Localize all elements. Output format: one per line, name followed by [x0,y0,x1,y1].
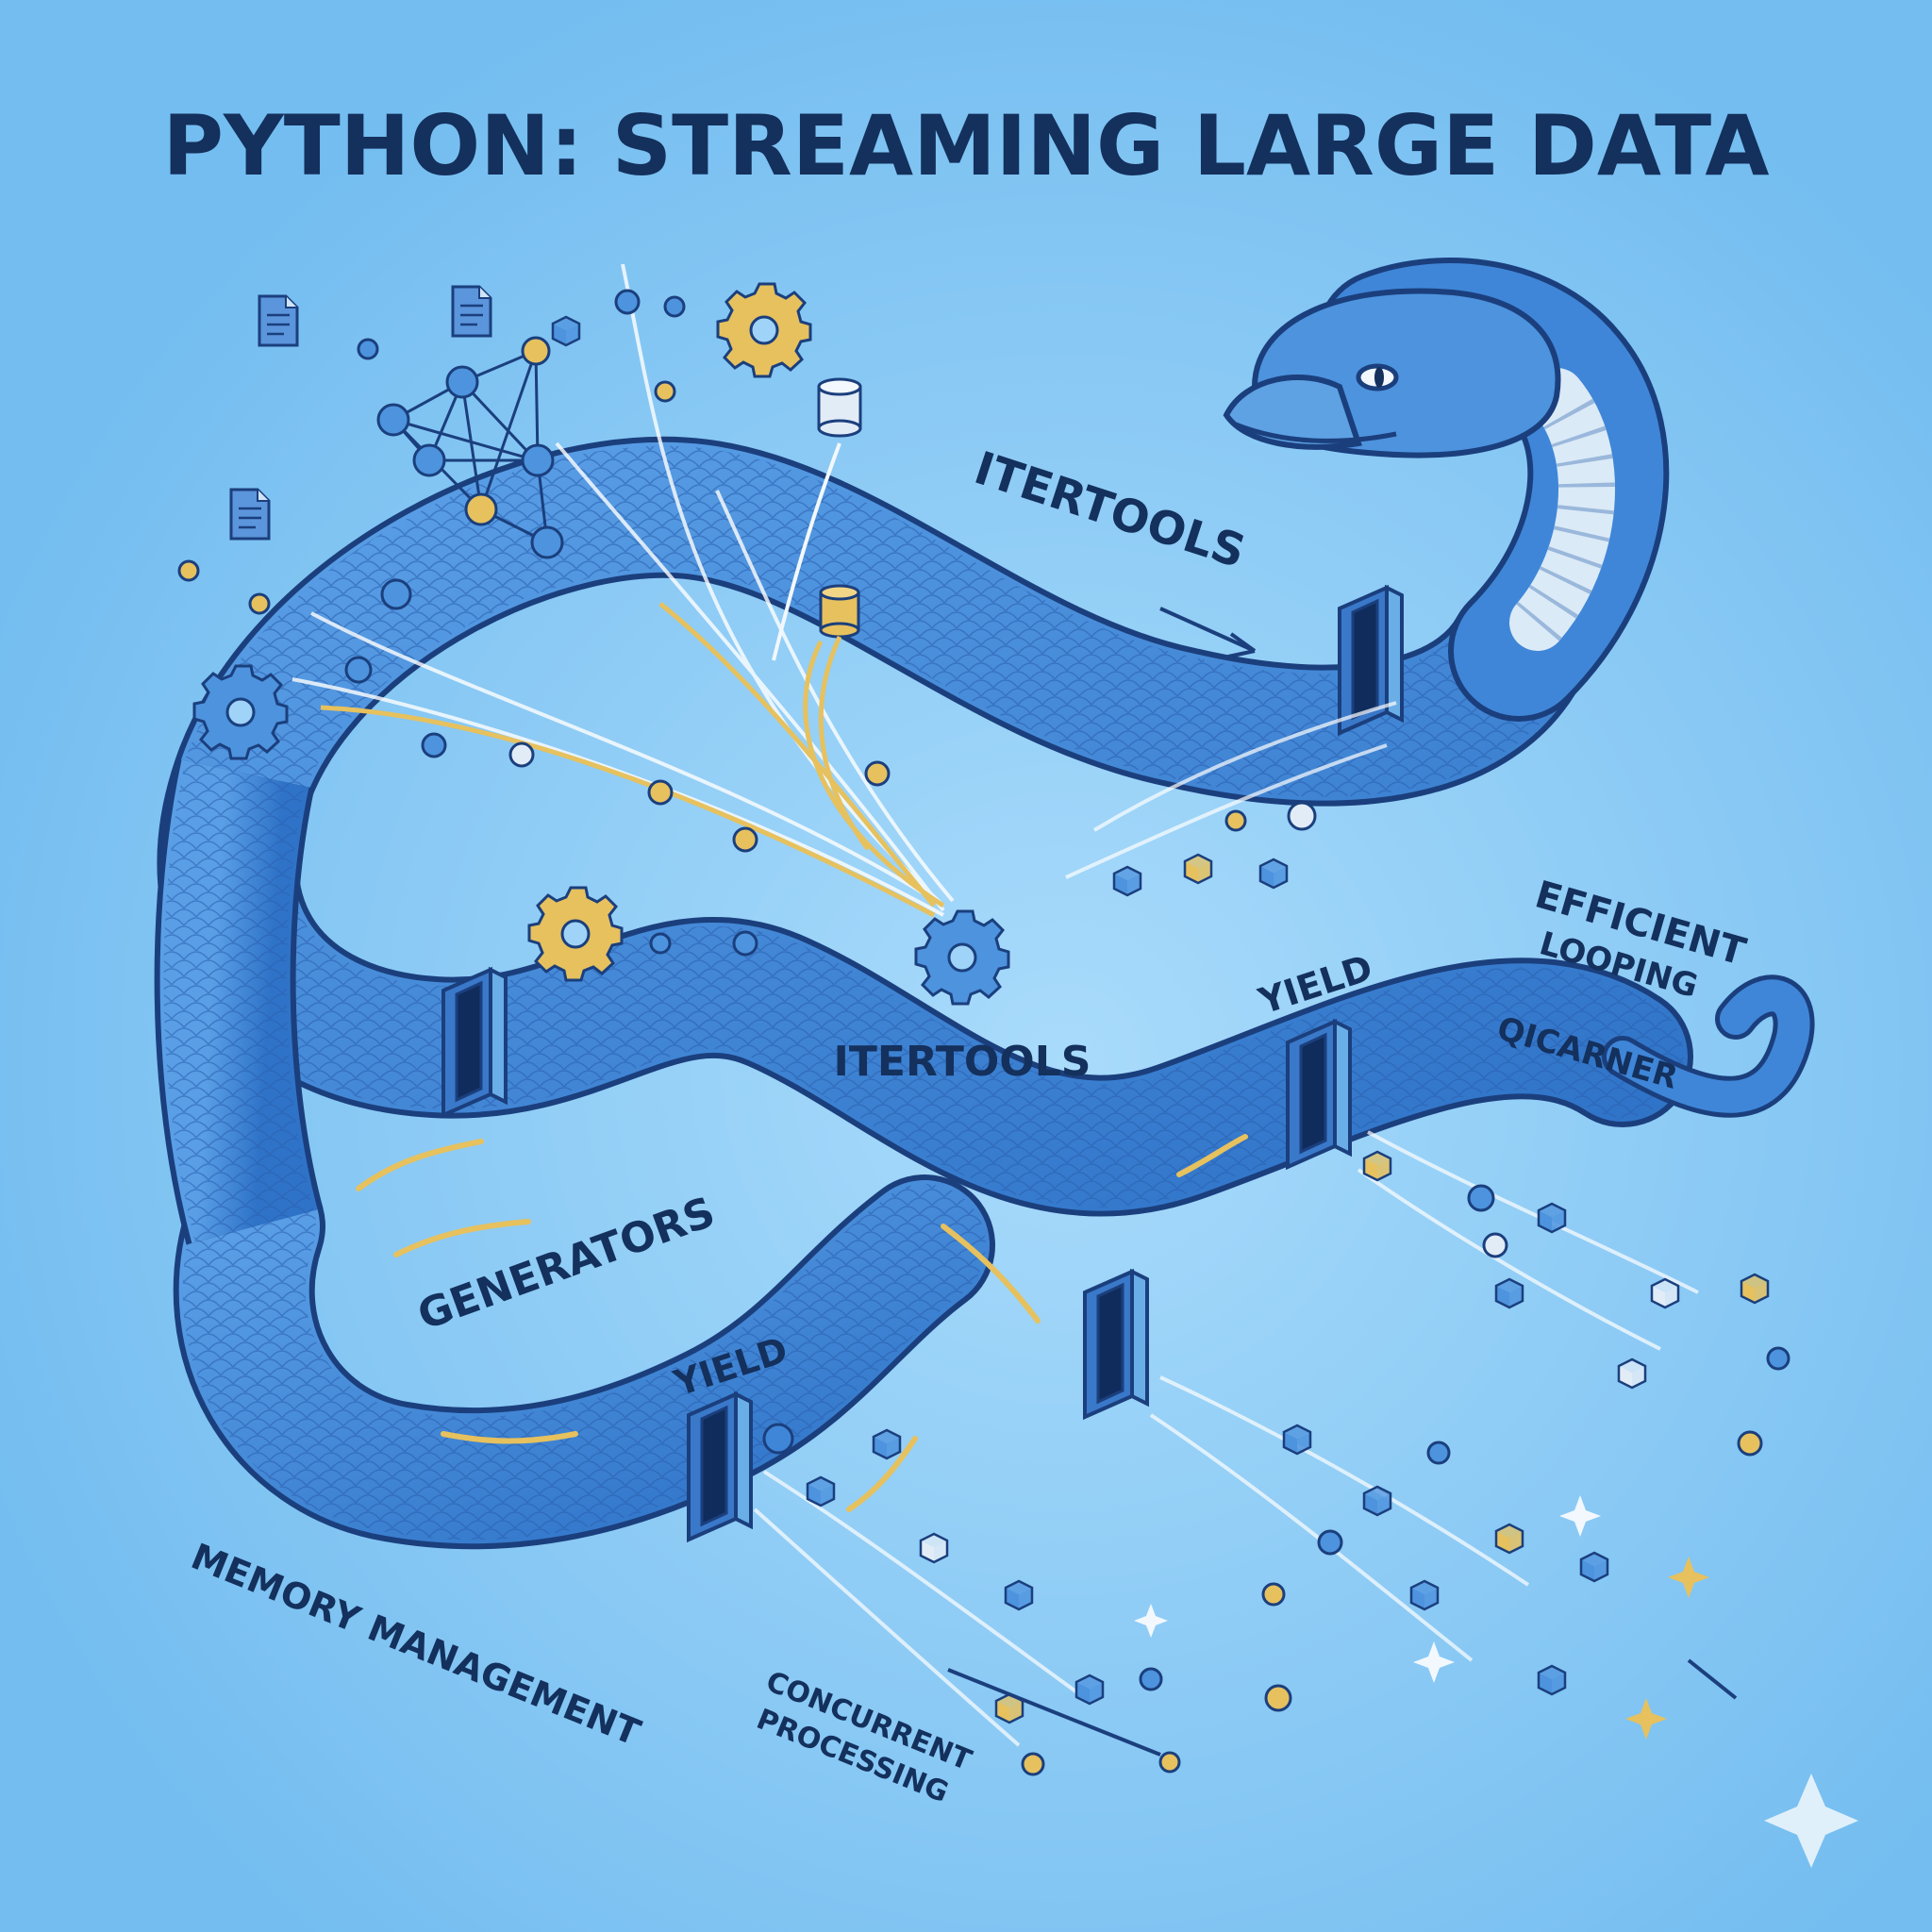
data-cube-icon [1004,1579,1034,1611]
snake-lower-scales [182,1165,986,1541]
data-cube-icon [1112,865,1142,897]
document-icon [258,294,299,347]
snake-tail [1607,979,1810,1113]
sparkle-icon [1134,1495,1858,1868]
data-cube-icon [1740,1273,1770,1305]
snake-mouth [1235,422,1397,443]
document-icon [229,488,271,541]
data-cube-icon [1183,853,1213,885]
data-cube-icon [872,1428,902,1460]
data-cube-icon [1537,1664,1567,1696]
db-cable [818,635,871,851]
data-dots [762,801,1790,1776]
data-cube-icon [1617,1357,1647,1390]
portal-yield-right [1286,1020,1352,1169]
gear-icon [192,664,289,760]
python-snake [154,258,1815,1550]
flow-dots [177,289,891,957]
data-cube-icon [1258,858,1289,890]
data-cube-icon [806,1475,836,1507]
sparkle-icon [1625,1557,1709,1740]
data-cube-icon [1579,1551,1609,1583]
database-icon [817,377,862,438]
snake-snout [1223,375,1362,450]
portal-generators [441,968,508,1117]
data-cube-icon [1409,1579,1440,1611]
flow-lines-gold [320,602,945,918]
label-arrows [947,607,1738,1757]
gear-icon [914,909,1010,1006]
portal-yield-left [687,1392,753,1541]
portal-middle [1083,1270,1149,1419]
data-cube-icon [1537,1202,1567,1234]
data-cube-icon [1074,1674,1105,1706]
data-cube-icon [1494,1523,1524,1555]
database-icon [819,584,860,639]
label-itertools-center: ITERTOOLS [834,1038,1091,1086]
page-title: PYTHON: STREAMING LARGE DATA [163,97,1770,194]
snake-belly [1509,368,1615,651]
data-cube-icon [551,315,581,347]
gear-icon [716,282,812,378]
data-cube-icon [919,1532,949,1564]
document-icon [451,285,492,338]
db-cable [772,442,841,661]
snake-pupil [1374,367,1384,388]
data-cube-icon [1494,1277,1524,1309]
data-cube-icon [1650,1277,1680,1309]
data-cube-icon [1362,1150,1392,1182]
flow-arrows [356,1134,1248,1512]
data-cube-icon [1362,1485,1392,1517]
snake-left-scales [163,760,314,1242]
network-graph-icon [376,336,564,610]
data-cube-icon [1282,1424,1312,1456]
gear-icon [527,886,624,982]
